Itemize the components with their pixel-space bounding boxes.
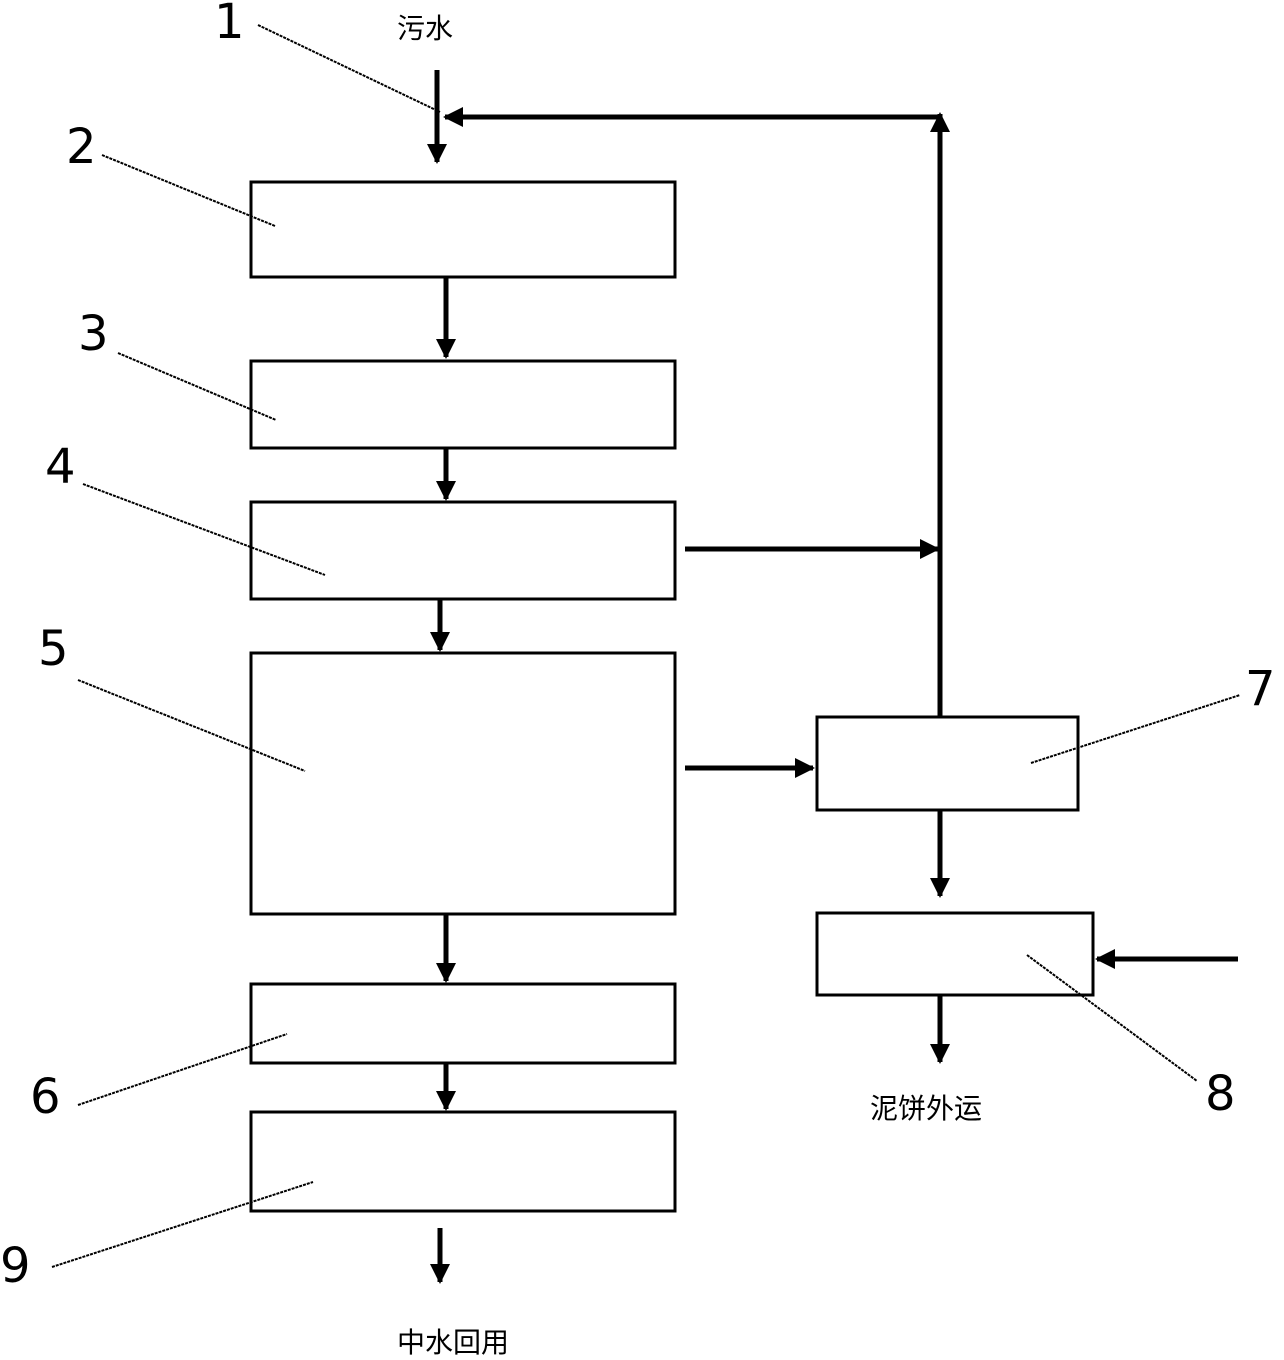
callout-5: 5 [38,621,69,677]
leader-line-6 [77,1033,288,1106]
leader-line-9 [51,1181,314,1268]
callout-3: 3 [78,306,109,362]
unit-box-6 [249,982,677,1065]
unit-box-8 [815,911,1095,997]
outflow-label: 中水回用 [397,1326,509,1359]
leader-line-8 [1026,954,1198,1082]
unit-box-7 [815,715,1080,812]
callout-7: 7 [1245,661,1276,717]
leader-line-4 [82,483,326,576]
callout-8: 8 [1205,1066,1236,1122]
callout-6: 6 [30,1069,61,1125]
unit-box-4 [249,500,677,601]
inflow-label: 污水 [397,12,453,45]
leader-line-2 [101,154,276,227]
leader-line-7 [1030,694,1241,764]
unit-box-9 [249,1110,677,1213]
callout-4: 4 [45,439,76,495]
callout-9: 9 [0,1238,31,1294]
unit-box-2 [249,180,677,279]
unit-box-3 [249,359,677,450]
leader-line-1 [257,24,441,113]
unit-box-5 [249,651,677,916]
callout-2: 2 [66,119,97,175]
leader-line-3 [117,352,277,421]
callout-1: 1 [214,0,245,50]
sludge-label: 泥饼外运 [870,1092,982,1125]
leader-line-5 [77,679,306,772]
